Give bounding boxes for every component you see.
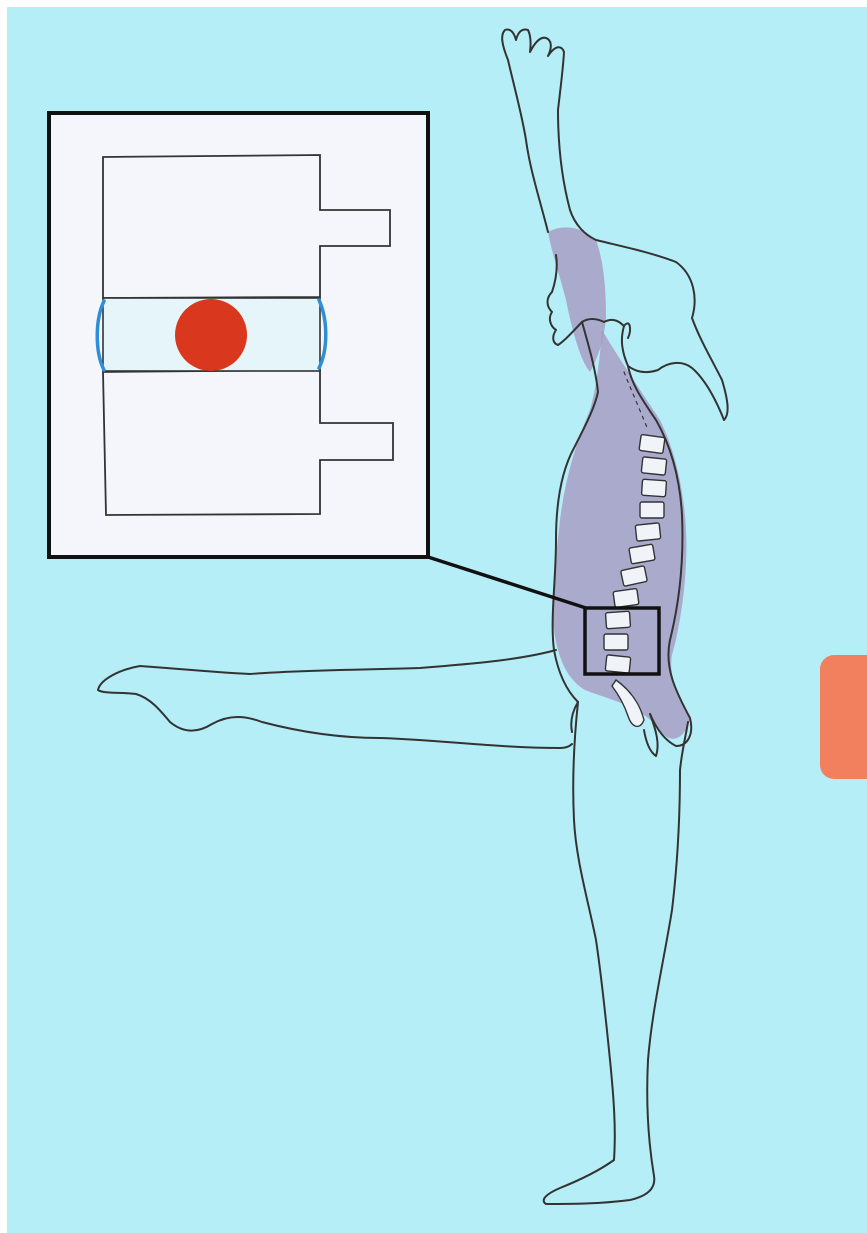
vertebra [635,523,661,541]
nucleus-pulposus [175,299,247,371]
vertebra [604,634,628,650]
side-tab-handle[interactable] [820,655,867,779]
vertebra [640,502,664,518]
vertebra [629,544,655,564]
vertebra [613,588,639,607]
vertebra [605,611,630,629]
vertebra [605,655,631,673]
vertebra [639,434,665,453]
disc-inset [49,113,428,557]
vertebra [641,479,666,497]
vertebra [641,457,667,475]
